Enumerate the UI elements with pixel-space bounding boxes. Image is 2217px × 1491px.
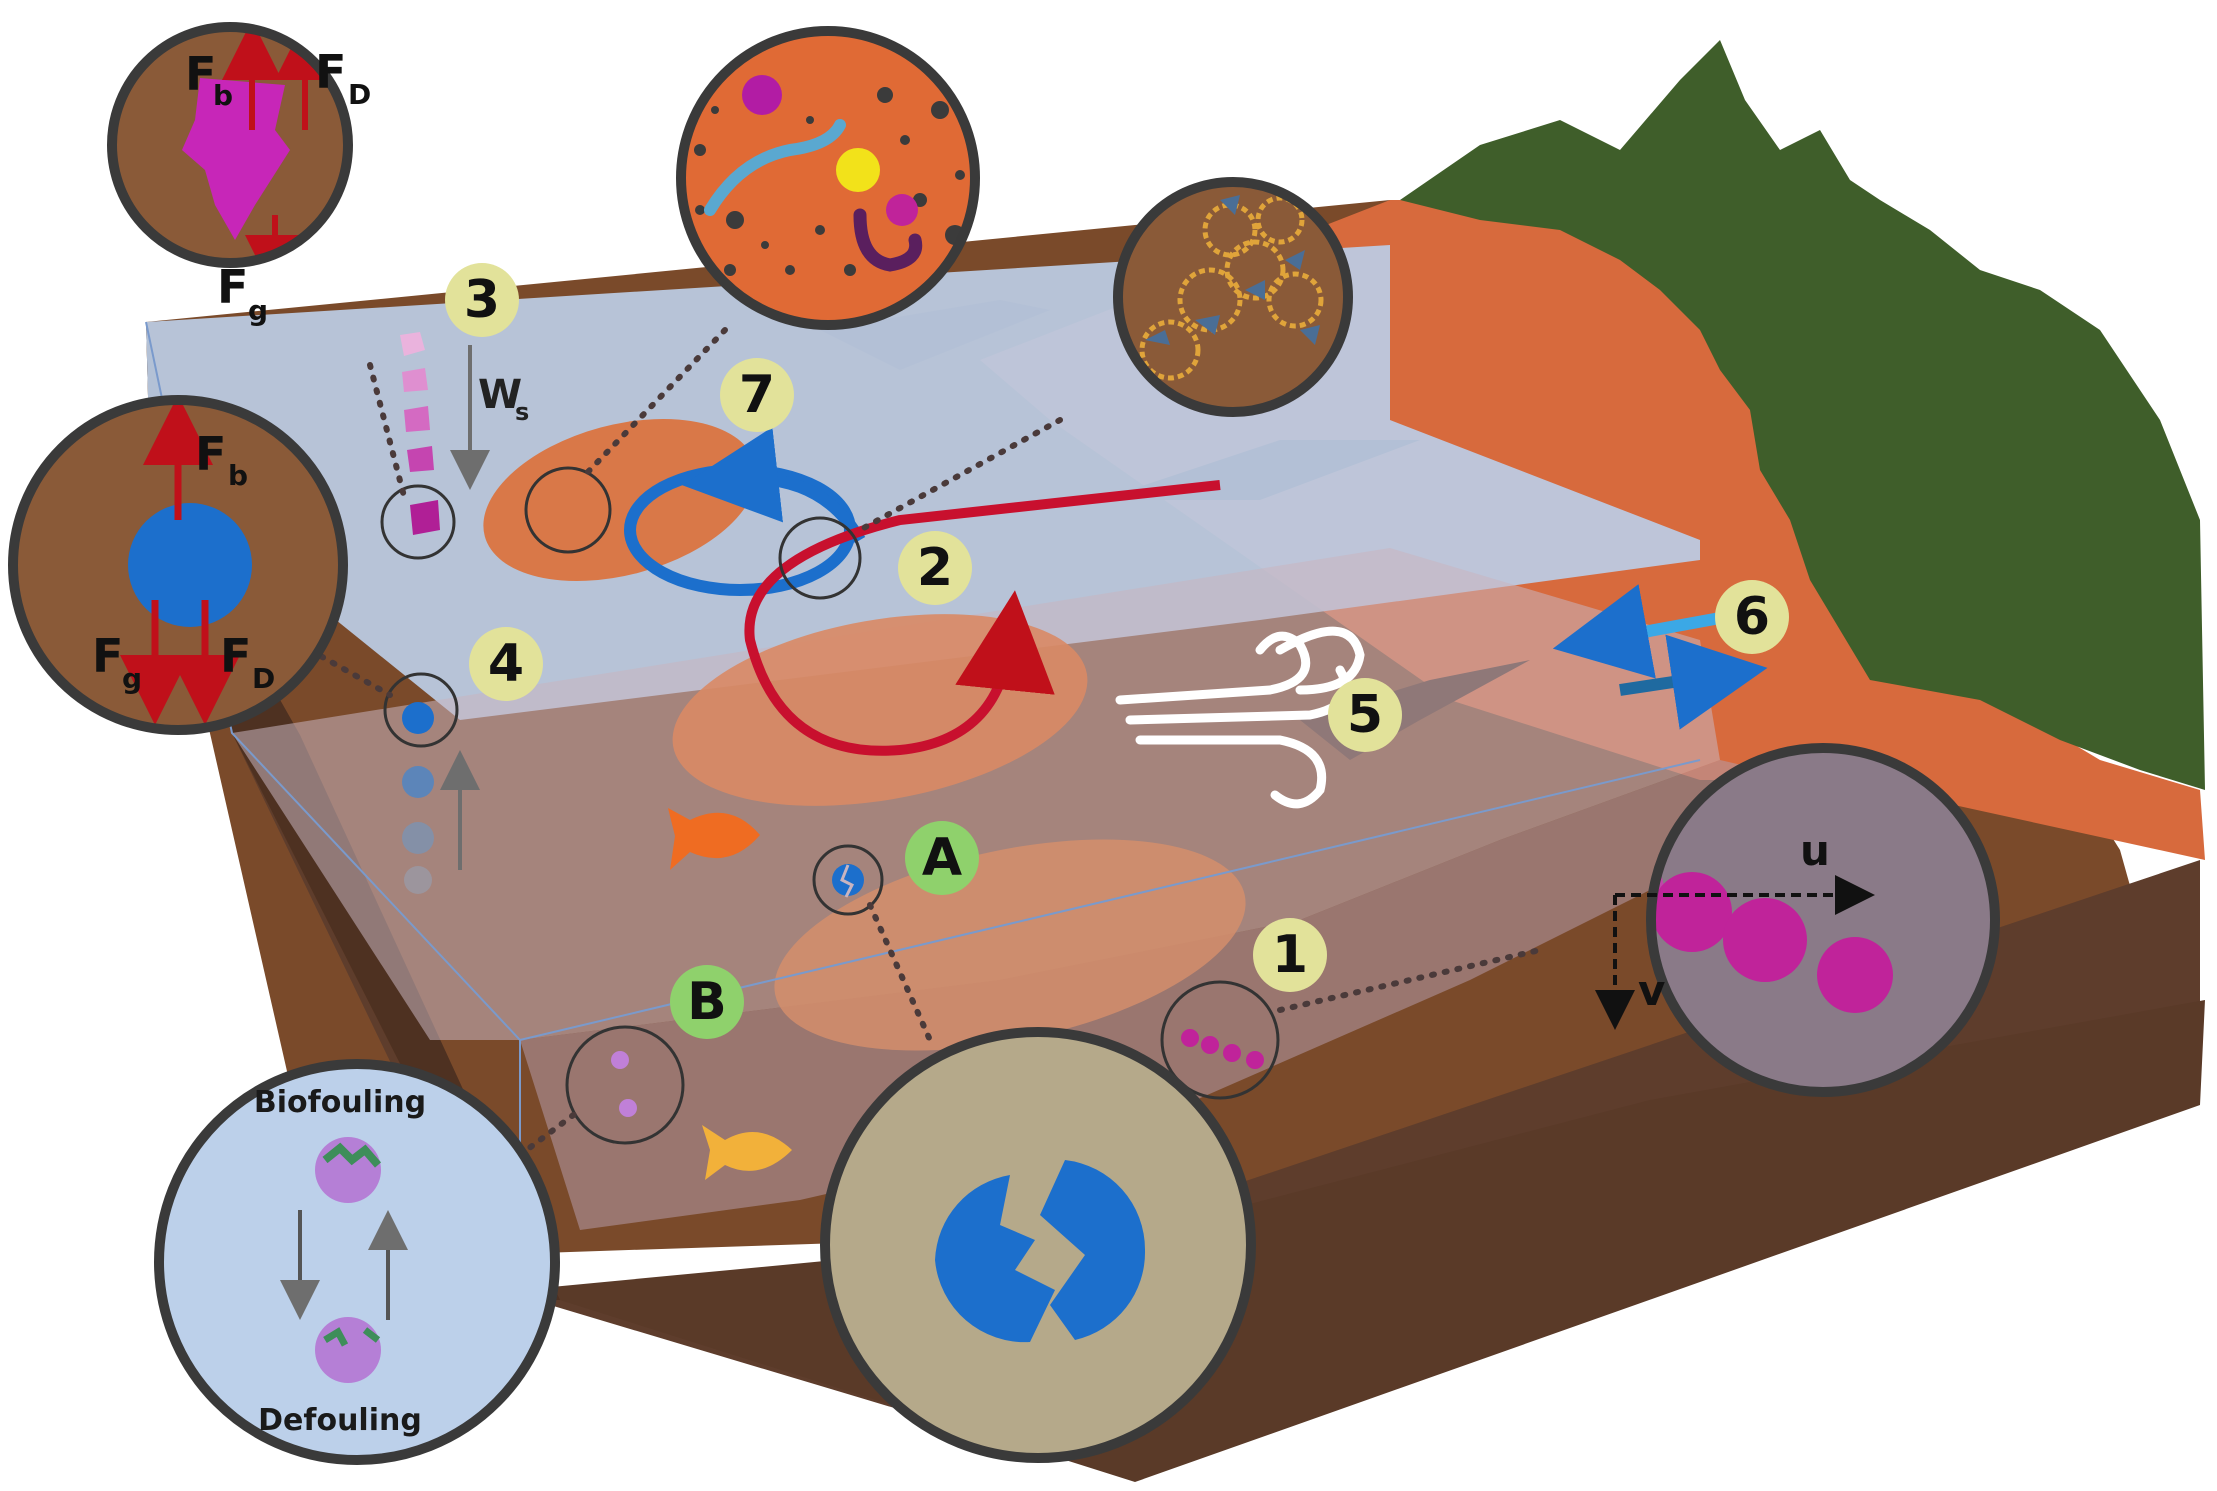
- drag-symbol-2: F: [220, 629, 251, 683]
- forest: [1400, 40, 2205, 790]
- gravity-symbol-2: F: [92, 629, 123, 683]
- fragmentation-icon: [935, 1160, 1146, 1343]
- marker-b: B: [687, 972, 727, 1032]
- rising-particles: [402, 702, 480, 894]
- defouling-label: Defouling: [258, 1403, 422, 1438]
- flow-particles: [1181, 1029, 1264, 1069]
- settling-particles: [400, 332, 490, 535]
- buoyancy-symbol-2: F: [195, 427, 226, 481]
- zoom-ring-1: [1160, 980, 1280, 1100]
- zoom-ring-3: [380, 484, 456, 560]
- velocity-u-label: u: [1800, 826, 1830, 875]
- zoom-ring-b-glyph: [611, 1051, 637, 1117]
- leader-lines: [307, 327, 1543, 1158]
- fish-icon: [668, 808, 792, 1180]
- inset-suspended-mixture: [676, 26, 980, 330]
- marker-5: 5: [1347, 685, 1383, 745]
- gravity-sub: g: [248, 294, 268, 327]
- marker-3: 3: [464, 270, 500, 330]
- marker-7: 7: [739, 365, 775, 425]
- inset-fragmentation: [820, 1027, 1256, 1463]
- drag-sub-2: D: [252, 662, 275, 695]
- biofouling-label: Biofouling: [254, 1085, 426, 1120]
- circulation-arrows: [624, 427, 1221, 756]
- velocity-v-label: v: [1638, 966, 1665, 1015]
- marker-1: 1: [1272, 925, 1308, 985]
- inset-settling-forces: F b F D F g: [107, 22, 371, 327]
- marker-2: 2: [917, 538, 953, 598]
- buoyancy-sub-2: b: [228, 459, 248, 492]
- zoom-ring-4: [383, 672, 459, 748]
- buoyancy-sub: b: [213, 79, 233, 112]
- inset-advection: u v: [1595, 743, 2000, 1097]
- inset-biofouling: Biofouling Defouling: [154, 1059, 560, 1465]
- drag-sub: D: [348, 78, 371, 111]
- zoom-ring-a: [812, 844, 884, 916]
- gravity-sub-2: g: [122, 662, 142, 695]
- settling-velocity-symbol: W: [478, 372, 522, 418]
- water-column: [232, 548, 1720, 1040]
- zoom-ring-7: [524, 466, 612, 554]
- marker-6: 6: [1734, 587, 1770, 647]
- zoom-ring-2: [778, 516, 862, 600]
- marker-4: 4: [488, 634, 524, 694]
- buoyancy-symbol: F: [185, 47, 216, 101]
- marker-a: A: [922, 828, 962, 888]
- settling-velocity-sub: s: [515, 398, 529, 426]
- drag-symbol: F: [315, 45, 346, 99]
- process-markers: 3 7 2 4 5 6 1 A B: [445, 263, 1789, 1039]
- zoom-ring-b: [565, 1025, 685, 1145]
- inset-rising-forces: F b F g F D: [8, 395, 348, 735]
- zoom-ring-a-glyph: [832, 864, 864, 898]
- inset-aggregation: [1113, 177, 1353, 417]
- gravity-symbol: F: [217, 260, 248, 314]
- exchange-arrows: [1552, 584, 1768, 730]
